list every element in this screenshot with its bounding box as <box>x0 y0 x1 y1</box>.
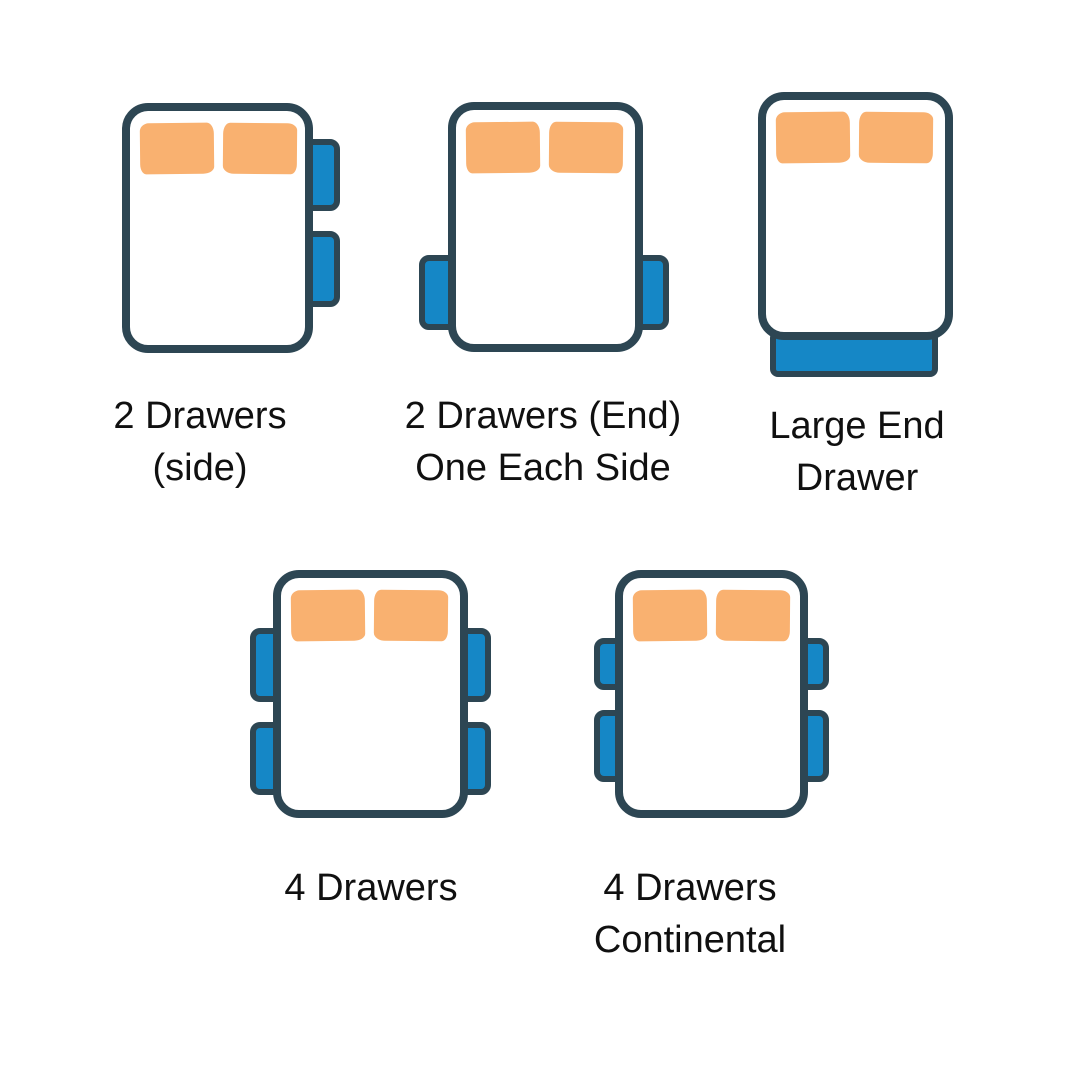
figure-label-line: Continental <box>593 919 787 961</box>
pillow-icon <box>139 122 215 175</box>
pillow-icon <box>858 111 934 164</box>
pillow-icon <box>548 121 624 174</box>
figure-label-line: One Each Side <box>415 447 671 489</box>
figure-label-four-drawers: 4 Drawers <box>121 862 621 914</box>
pillow-icon <box>632 589 708 642</box>
pillow-icon <box>465 121 541 174</box>
pillow-icon <box>775 111 851 164</box>
figure-label-two-drawers-side: 2 Drawers (side) <box>0 390 450 494</box>
pillow-icon <box>715 589 791 642</box>
figure-label-line: Large End <box>769 405 945 447</box>
pillow-icon <box>290 589 366 642</box>
figure-label-line: Drawer <box>795 457 919 499</box>
figure-label-line: 4 Drawers <box>603 867 777 909</box>
pillow-icon <box>373 589 449 642</box>
bed-top-view-icon <box>122 103 313 353</box>
figure-label-line: 2 Drawers (End) <box>404 395 682 437</box>
bed-top-view-icon <box>273 570 468 818</box>
bed-top-view-icon <box>615 570 808 818</box>
figure-label-two-drawers-end-one-each-side: 2 Drawers (End) One Each Side <box>293 390 793 494</box>
bed-top-view-icon <box>758 92 953 340</box>
bed-top-view-icon <box>448 102 643 352</box>
figure-label-line: (side) <box>152 447 248 489</box>
figure-label-line: 4 Drawers <box>284 867 458 909</box>
pillow-icon <box>222 122 298 175</box>
figure-label-line: 2 Drawers <box>113 395 287 437</box>
